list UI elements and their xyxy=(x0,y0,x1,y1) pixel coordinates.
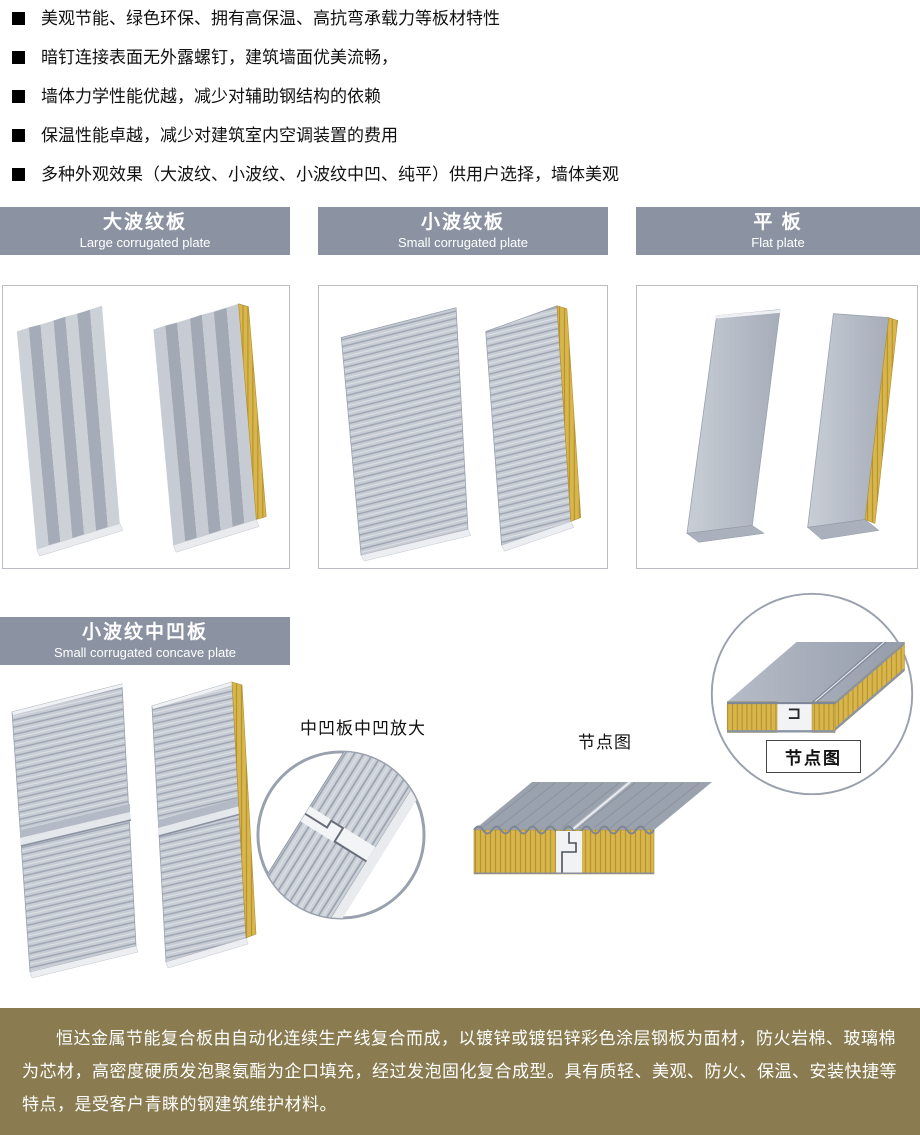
section-title-en: Small corrugated plate xyxy=(397,234,529,250)
large-corrugated-panel-render xyxy=(16,303,267,557)
footer-description: 恒达金属节能复合板由自动化连续生产线复合而成，以镀锌或镀铝锌彩色涂层钢板为面材，… xyxy=(22,1029,897,1114)
concave-panel-render xyxy=(11,681,257,979)
square-bullet-icon xyxy=(12,12,25,25)
feature-item: 保温性能卓越，减少对建筑室内空调装置的费用 xyxy=(12,125,892,147)
feature-item: 美观节能、绿色环保、拥有高保温、高抗弯承载力等板材特性 xyxy=(12,8,892,30)
feature-item: 多种外观效果（大波纹、小波纹、小波纹中凹、纯平）供用户选择，墙体美观 xyxy=(12,164,892,186)
square-bullet-icon xyxy=(12,129,25,142)
node-diagram-render xyxy=(473,781,712,875)
section-title-en: Flat plate xyxy=(751,234,805,250)
section-header-concave: 小波纹中凹板 Small corrugated concave plate xyxy=(0,617,290,665)
small-corrugated-panel-render xyxy=(340,305,582,562)
concave-panel-image xyxy=(4,670,289,980)
small-corrugated-panel-image xyxy=(318,285,608,569)
section-header-small-corrugated: 小波纹板 Small corrugated plate xyxy=(318,207,608,255)
concave-zoom-image xyxy=(252,746,430,924)
flat-plate-render xyxy=(686,309,899,543)
square-bullet-icon xyxy=(12,51,25,64)
section-title-zh: 小波纹中凹板 xyxy=(81,621,208,643)
node-diagram-label: 节点图 xyxy=(578,733,632,752)
feature-item: 暗钉连接表面无外露螺钉，建筑墙面优美流畅， xyxy=(12,47,892,69)
concave-zoom-label: 中凹板中凹放大 xyxy=(300,719,426,738)
feature-text: 暗钉连接表面无外露螺钉，建筑墙面优美流畅， xyxy=(41,48,398,67)
feature-text: 多种外观效果（大波纹、小波纹、小波纹中凹、纯平）供用户选择，墙体美观 xyxy=(41,165,619,184)
feature-text: 保温性能卓越，减少对建筑室内空调装置的费用 xyxy=(41,126,398,145)
magnifier-circle-render xyxy=(256,750,426,920)
node-diagram-boxed-label: 节点图 xyxy=(766,740,861,773)
large-corrugated-panel-image xyxy=(2,285,290,569)
footer-bar: 恒达金属节能复合板由自动化连续生产线复合而成，以镀锌或镀铝锌彩色涂层钢板为面材，… xyxy=(0,1008,920,1135)
flat-plate-image xyxy=(636,285,918,569)
node-circle-render xyxy=(710,592,914,796)
square-bullet-icon xyxy=(12,90,25,103)
section-header-large-corrugated: 大波纹板 Large corrugated plate xyxy=(0,207,290,255)
feature-text: 墙体力学性能优越，减少对辅助钢结构的依赖 xyxy=(41,87,381,106)
section-title-en: Large corrugated plate xyxy=(79,234,211,250)
node-circle-image xyxy=(706,588,918,800)
section-title-zh: 大波纹板 xyxy=(102,211,187,233)
feature-list: 美观节能、绿色环保、拥有高保温、高抗弯承载力等板材特性 暗钉连接表面无外露螺钉，… xyxy=(12,8,892,203)
section-title-en: Small corrugated concave plate xyxy=(53,644,237,660)
node-diagram-image xyxy=(468,752,718,887)
feature-text: 美观节能、绿色环保、拥有高保温、高抗弯承载力等板材特性 xyxy=(41,9,500,28)
feature-item: 墙体力学性能优越，减少对辅助钢结构的依赖 xyxy=(12,86,892,108)
square-bullet-icon xyxy=(12,168,25,181)
section-title-zh: 平 板 xyxy=(753,211,803,233)
section-header-flat-plate: 平 板 Flat plate xyxy=(636,207,920,255)
section-title-zh: 小波纹板 xyxy=(420,211,505,233)
